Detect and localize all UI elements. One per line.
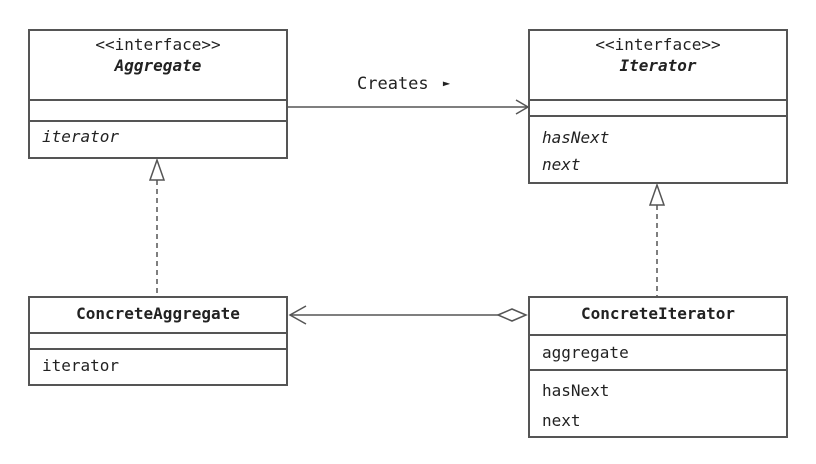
concrete-aggregate-header: ConcreteAggregate	[30, 298, 286, 334]
aggregate-attributes	[30, 101, 286, 122]
aggregate-header: <<interface>> Aggregate	[30, 31, 286, 101]
iterator-attributes	[530, 101, 786, 117]
concrete-iterator-methods: hasNext next	[530, 371, 786, 436]
concrete-iterator-class-box: ConcreteIterator aggregate hasNext next	[528, 296, 788, 438]
iterator-methods: hasNext next	[530, 117, 786, 176]
concrete-iterator-field-aggregate: aggregate	[542, 343, 629, 362]
concrete-iterator-attributes: aggregate	[530, 336, 786, 371]
concrete-iterator-method-hasnext: hasNext	[542, 381, 610, 400]
concrete-iterator-class-name: ConcreteIterator	[580, 304, 736, 323]
aggregate-method-iterator: iterator	[42, 127, 120, 146]
creates-label-text: Creates	[357, 74, 429, 94]
aggregation-diamond	[496, 308, 528, 322]
play-arrow-icon: ►	[442, 76, 451, 90]
aggregation-open-arrowhead	[288, 305, 307, 325]
iterator-header: <<interface>> Iterator	[530, 31, 786, 101]
concrete-iterator-header: ConcreteIterator	[530, 298, 786, 336]
concrete-aggregate-attributes	[30, 334, 286, 350]
creates-label: Creates ►	[357, 74, 450, 94]
concrete-aggregate-methods: iterator	[30, 350, 286, 377]
concrete-aggregate-method-iterator: iterator	[42, 356, 120, 375]
iterator-method-next: next	[542, 155, 581, 174]
iterator-class-name: Iterator	[619, 56, 697, 75]
iterator-realization-triangle	[648, 182, 666, 206]
aggregate-methods: iterator	[30, 122, 286, 148]
aggregate-stereotype: <<interface>>	[95, 35, 221, 54]
aggregate-class-box: <<interface>> Aggregate iterator	[28, 29, 288, 159]
iterator-stereotype: <<interface>>	[595, 35, 721, 54]
iterator-class-box: <<interface>> Iterator hasNext next	[528, 29, 788, 184]
aggregate-class-name: Aggregate	[114, 56, 202, 75]
iterator-method-hasnext: hasNext	[542, 128, 610, 147]
concrete-aggregate-class-name: ConcreteAggregate	[76, 304, 240, 323]
concrete-aggregate-class-box: ConcreteAggregate iterator	[28, 296, 288, 386]
aggregate-realization-triangle	[148, 157, 166, 181]
concrete-iterator-method-next: next	[542, 411, 581, 430]
